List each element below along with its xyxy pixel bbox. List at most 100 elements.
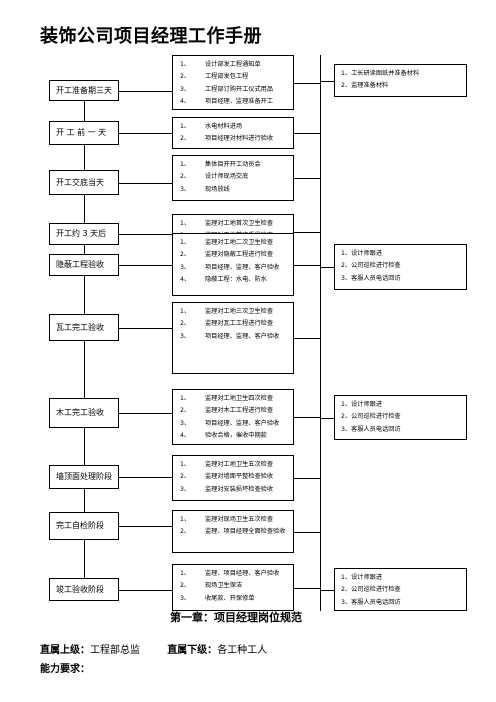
task-box: 1、水电材料进场 2、 项目经理对材料进行验收: [172, 117, 294, 149]
reporting-line: 直属上级：工程部总监 直属下级：各工种工人: [40, 641, 267, 656]
spine-link: [294, 588, 320, 589]
task-number: 2、: [180, 251, 191, 259]
side-note-item: 1、工长研读图纸并准备材料: [341, 68, 466, 80]
side-note-number: 1、: [341, 574, 352, 581]
side-note-text: 公司巡检进行检查: [351, 586, 401, 594]
task-item: 2、 监理、项目经理全面检查验收: [180, 526, 293, 538]
task-item: 2、 监理对木工工程进行检查: [180, 405, 293, 417]
stage-box: 竣工验收阶段: [49, 578, 119, 601]
task-item: 3、项目经理、监理、客户验收: [180, 262, 293, 274]
task-item: 4、项目经理、监理准备开工: [180, 96, 293, 108]
task-item: 1、集体目开开工动员会: [180, 159, 293, 171]
task-number: 1、: [180, 516, 191, 523]
task-item: 2、现场卫生保洁: [180, 580, 293, 592]
side-note-box: 1、设计师跟进 2、公司巡检进行检查 3、客服人员电话回访: [334, 568, 467, 611]
side-note-number: 3、: [341, 425, 352, 433]
task-text: 监理对木工工程进行检查: [205, 407, 274, 415]
side-note-item: 2、监理准备材料: [341, 80, 466, 92]
task-number: 4、: [180, 275, 191, 283]
side-note-text: 客服人员电话回访: [351, 598, 401, 606]
task-item: 3、现场放线: [180, 184, 293, 196]
side-note-text: 客服人员电话回访: [351, 274, 401, 282]
task-number: 3、: [180, 485, 191, 493]
side-note-number: 2、: [341, 413, 352, 421]
stage-arrow-line: [119, 477, 172, 478]
task-text: 监理、项目经理、客户验收: [205, 570, 280, 577]
task-text: 监理、项目经理全面检查验收: [205, 528, 286, 536]
task-item: 4、验收合格，催收中期款: [180, 430, 293, 442]
stage-arrow-line: [119, 91, 172, 92]
stage-arrow-line: [119, 328, 172, 329]
task-item: 3、收尾款、开保修单: [180, 593, 293, 605]
side-link: [320, 267, 334, 268]
chapter-title: 第一章：项目经理岗位规范: [170, 611, 302, 624]
task-text: 隐蔽工程：水电、防水: [205, 275, 267, 283]
side-note-text: 公司巡检进行检查: [351, 262, 401, 270]
side-note-text: 公司巡检进行检查: [351, 413, 401, 421]
task-number: 2、: [180, 135, 191, 143]
stage-label: 完工自检阶段: [56, 521, 104, 530]
side-note-number: 1、: [341, 70, 352, 77]
side-note-text: 设计师跟进: [351, 250, 383, 257]
task-text: 现场卫生保洁: [205, 582, 243, 590]
side-note-number: 3、: [341, 598, 352, 606]
stage-box: 隐蔽工程验收: [49, 254, 119, 276]
stage-label: 墙顶面处理阶段: [56, 472, 112, 481]
side-note-item: 1、设计师跟进: [341, 572, 466, 584]
task-text: 监理对瓦工工程进行检查: [205, 320, 274, 328]
side-note-item: 3、客服人员电话回访: [341, 424, 466, 436]
task-text: 项目经理对材料进行验收: [205, 135, 274, 143]
task-item: 1、水电材料进场: [180, 121, 293, 133]
task-number: 1、: [180, 570, 191, 577]
task-item: 1、监理对工地二次卫生检查: [180, 237, 293, 249]
task-item: 1、监理对工地三次卫生检查: [180, 306, 293, 318]
stage-box: 完工自检阶段: [49, 512, 119, 540]
task-number: 3、: [180, 332, 191, 340]
stage-arrow-line: [119, 526, 172, 527]
task-text: 工程部发包工程: [205, 73, 249, 81]
task-item: 3、项目经理、监理、客户验收: [180, 418, 293, 430]
task-item: 3、项目经理、监理、客户验收: [180, 331, 293, 343]
task-number: 1、: [180, 239, 191, 246]
side-link: [320, 418, 334, 419]
side-note-item: 1、设计师跟进: [341, 399, 466, 411]
spine-link: [294, 265, 320, 266]
side-note-number: 2、: [341, 586, 352, 594]
side-note-number: 2、: [341, 262, 352, 270]
task-text: 监理对安装损坏检查验收: [205, 485, 274, 493]
page-title: 装饰公司项目经理工作手册: [40, 26, 262, 47]
task-item: 2、监理对墙面平整检查验收: [180, 471, 293, 483]
stage-box: 开工交底当天: [49, 170, 119, 195]
task-number: 1、: [180, 220, 191, 227]
spine-link: [294, 532, 320, 533]
task-text: 项目经理、监理、客户验收: [205, 263, 280, 271]
side-note-number: 1、: [341, 401, 352, 408]
side-note-text: 设计师跟进: [351, 401, 383, 408]
task-number: 2、: [180, 407, 191, 415]
side-note-item: 1、设计师跟进: [341, 248, 466, 260]
task-item: 2、工程部发包工程: [180, 71, 293, 83]
spine-link: [294, 83, 320, 84]
stage-box: 开 工 前 一 天: [49, 121, 119, 145]
task-item: 2、 项目经理对材料进行验收: [180, 133, 293, 145]
task-item: 1、监理对现场卫生五次检查: [180, 514, 293, 526]
task-number: 3、: [180, 85, 191, 93]
stage-label: 开 工 前 一 天: [56, 128, 107, 137]
task-text: 设计部发工程通知单: [205, 61, 261, 68]
side-note-text: 监理准备材料: [351, 82, 389, 90]
spine-link: [294, 338, 320, 339]
subordinate-label: 直属下级：: [167, 645, 218, 656]
stage-label: 隐蔽工程验收: [56, 260, 104, 269]
stage-label: 木工完工验收: [56, 408, 104, 417]
task-number: 1、: [180, 308, 191, 315]
superior-label: 直属上级：: [40, 645, 90, 656]
stage-box: 墙顶面处理阶段: [49, 465, 119, 489]
task-text: 集体目开开工动员会: [205, 161, 261, 168]
side-note-item: 2、公司巡检进行检查: [341, 411, 466, 423]
ability-label: 能力要求：: [40, 664, 90, 675]
task-number: 2、: [180, 528, 191, 536]
